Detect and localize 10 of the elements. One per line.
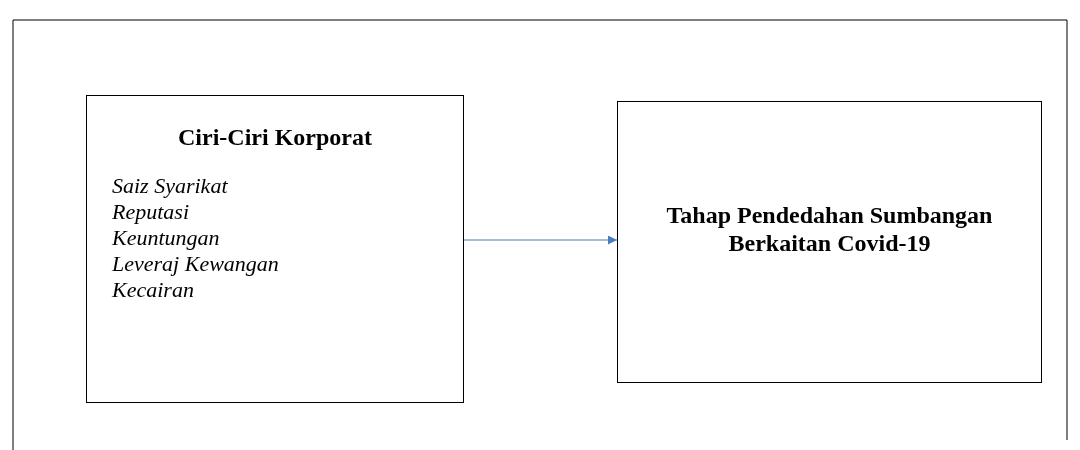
list-item: Leveraj Kewangan bbox=[112, 251, 279, 277]
list-item: Keuntungan bbox=[112, 225, 220, 251]
list-item: Saiz Syarikat bbox=[112, 173, 228, 199]
heading: Ciri-Ciri Korporat bbox=[177, 124, 373, 151]
card bbox=[86, 95, 464, 403]
arrow bbox=[463, 235, 618, 245]
box-title: Tahap Pendedahan Sumbangan Berkaitan Covid-19 bbox=[665, 201, 994, 257]
process-box bbox=[617, 101, 1042, 383]
list-item: Reputasi bbox=[112, 199, 189, 225]
list-item: Kecairan bbox=[112, 277, 194, 303]
